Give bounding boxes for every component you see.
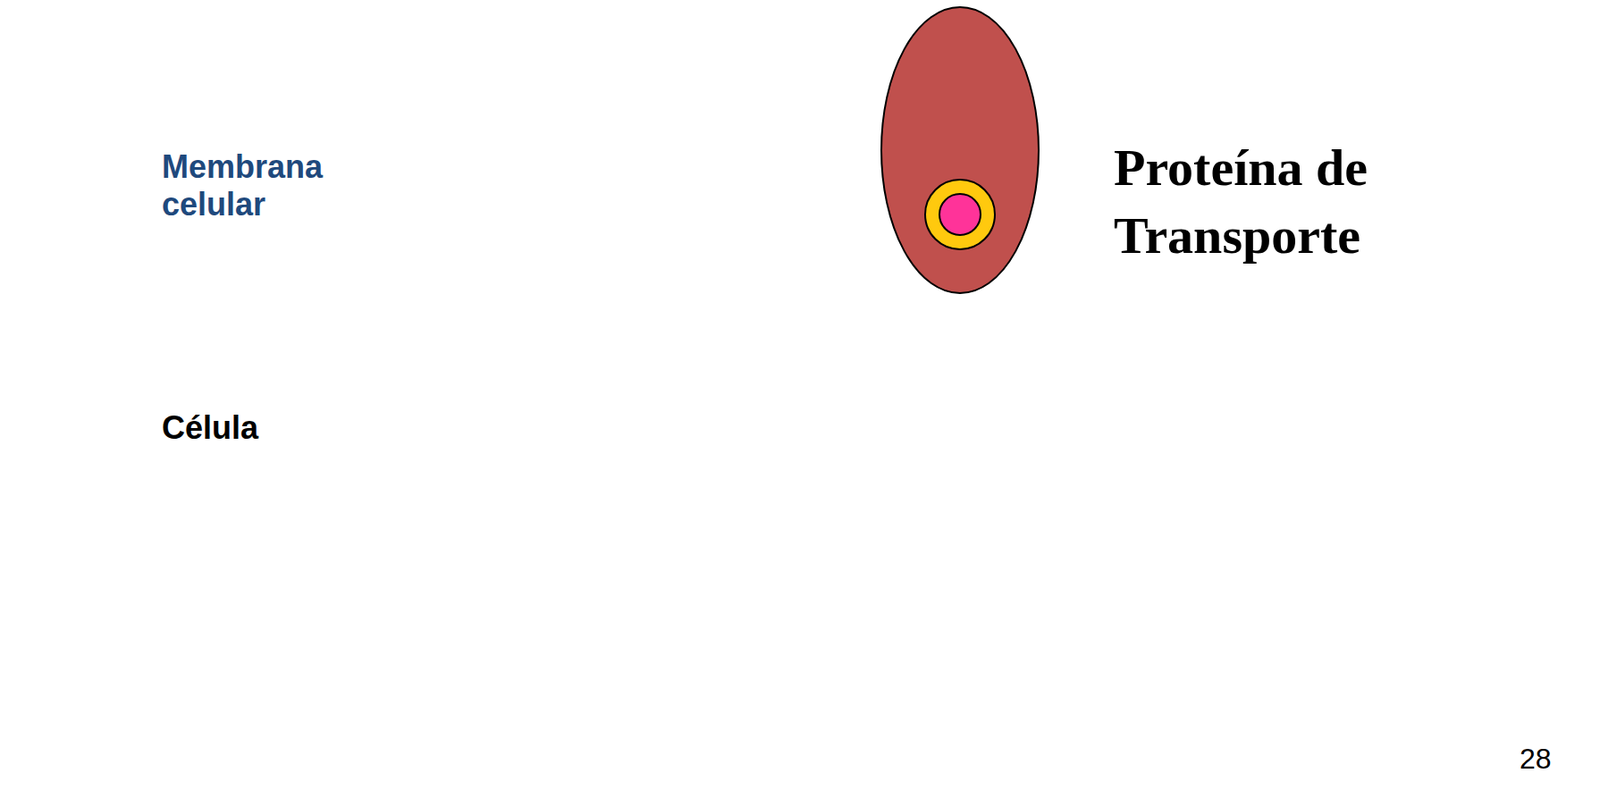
page-number-box: 28 — [1519, 741, 1574, 776]
carrier-ring — [925, 179, 995, 250]
node-text: Membrana celular — [161, 148, 377, 224]
node-text: Célula — [161, 409, 377, 447]
protein-label: Proteína de Transporte — [1113, 134, 1472, 270]
membrane-band-fill — [5, 42, 1591, 394]
transported-molecule — [939, 193, 981, 236]
protein-label-box: Proteína de Transporte — [1113, 134, 1472, 270]
membrane-band: Membrana celular — [161, 148, 377, 224]
cell-region-fill — [8, 263, 1594, 790]
page-number: 28 — [1519, 741, 1574, 776]
cell-region: Célula — [161, 409, 377, 447]
transport-protein — [881, 7, 1039, 294]
